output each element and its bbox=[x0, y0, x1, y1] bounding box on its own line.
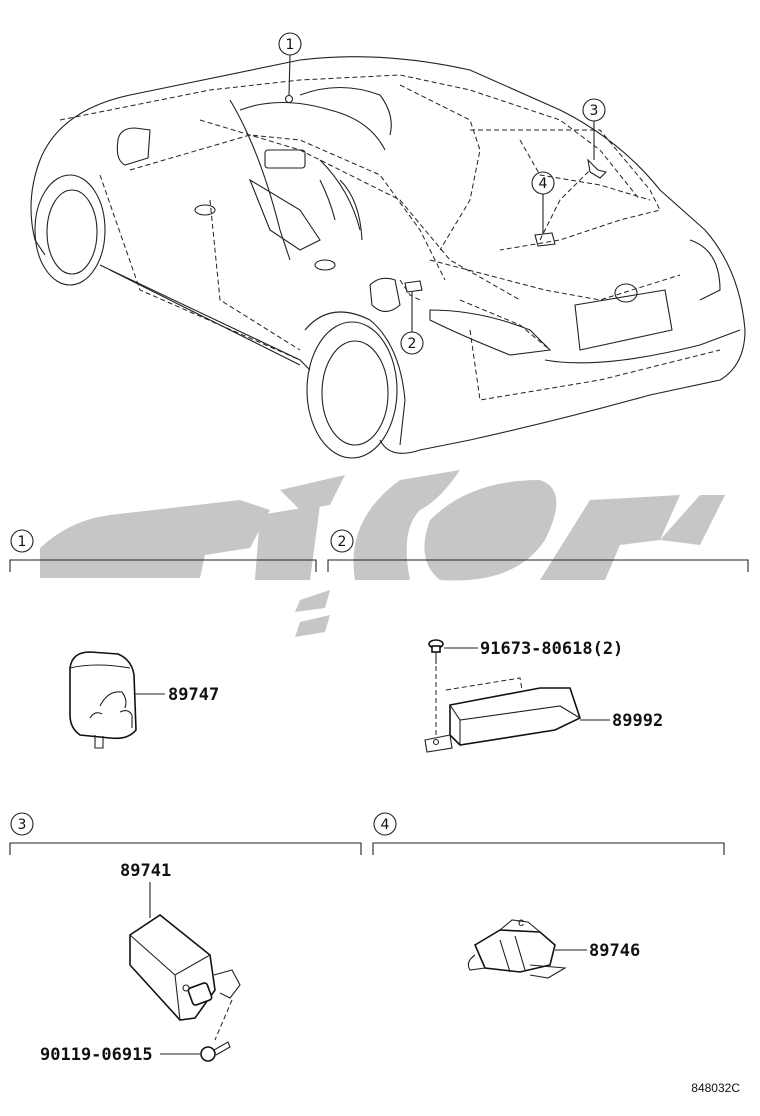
section-1-bracket bbox=[9, 559, 317, 572]
section-4: 4 c 89746 bbox=[372, 812, 725, 979]
callout-2: 2 bbox=[400, 292, 424, 355]
callout-3: 3 bbox=[582, 98, 606, 160]
part-89741-sensor bbox=[129, 914, 241, 1021]
part-91673-80618-bolt bbox=[428, 639, 444, 736]
callout-4-label: 4 bbox=[539, 176, 548, 192]
callout-1: 1 bbox=[278, 32, 302, 96]
part-89747-relay bbox=[69, 651, 137, 749]
section-3-number: 3 bbox=[18, 817, 27, 833]
watermark-logo bbox=[40, 470, 725, 637]
svg-text:c: c bbox=[518, 915, 524, 929]
callout-2-label: 2 bbox=[408, 336, 417, 352]
callout-4: 4 bbox=[531, 171, 555, 234]
figure-code: 848032C bbox=[691, 1081, 740, 1095]
section-1-number: 1 bbox=[18, 534, 27, 550]
part-90119-06915-screw bbox=[200, 1041, 231, 1062]
part-label-89992: 89992 bbox=[612, 711, 663, 731]
callout-1-label: 1 bbox=[286, 37, 295, 53]
section-4-bracket bbox=[372, 842, 725, 855]
car-illustration bbox=[30, 56, 746, 459]
part-label-90119-06915: 90119-06915 bbox=[40, 1045, 153, 1065]
part-89746-antenna: c bbox=[467, 915, 567, 979]
part-89992-module bbox=[424, 677, 581, 753]
part-label-89741: 89741 bbox=[120, 861, 171, 881]
part-label-91673-80618: 91673-80618(2) bbox=[480, 639, 623, 659]
section-4-number: 4 bbox=[381, 817, 390, 833]
section-1: 1 89747 bbox=[9, 529, 317, 749]
section-2-number: 2 bbox=[338, 534, 347, 550]
part-label-89747: 89747 bbox=[168, 685, 219, 705]
callout-3-label: 3 bbox=[590, 103, 599, 119]
section-2: 2 91673-80618(2) 89992 bbox=[327, 529, 749, 753]
section-2-bracket bbox=[327, 559, 749, 572]
section-3: 3 89741 90119-06915 bbox=[9, 812, 362, 1065]
part-label-89746: 89746 bbox=[589, 941, 640, 961]
section-3-bracket bbox=[9, 842, 362, 855]
